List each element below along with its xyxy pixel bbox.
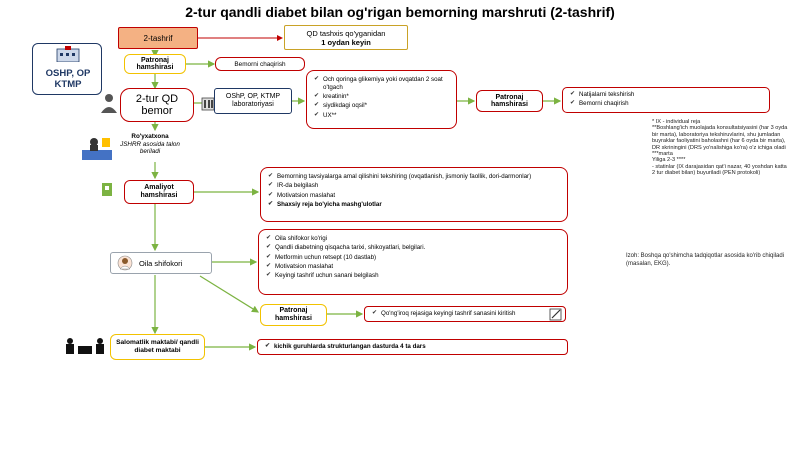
list-item: Keyingi tashrif uchun sanani belgilash xyxy=(266,272,563,280)
patient-invite-box: Bemorni chaqirish xyxy=(215,57,305,71)
doctor-label: Oila shifokori xyxy=(139,258,183,268)
logo-text: OSHP, OP KTMP xyxy=(45,68,91,90)
reception-desc: JSHRR asosida talon beriladi xyxy=(120,140,180,156)
footnotes: * IX - individual reja **Boshlang'ich mu… xyxy=(652,119,790,177)
patient-line1: 2-tur QD xyxy=(135,93,179,105)
nurse-tasks-panel: Bemorning tavsiyalarga amal qilishini te… xyxy=(260,167,568,222)
list-item: Motivatsion maslahat xyxy=(268,192,563,200)
school-task-list: kichik guruhlarda strukturlangan dasturd… xyxy=(262,343,563,351)
doctor-tasks-list: Oila shifokor ko'rigi Qandli diabetning … xyxy=(263,235,563,280)
diagnosis-line1: QD tashxis qo'yganidan xyxy=(306,28,386,38)
footnote: **Boshlang'ich muolajada konsultatsiyasi… xyxy=(652,125,788,151)
reception-title: Ro'yxatxona xyxy=(131,133,169,140)
patronage-task-panel: Qo'ng'iroq rejasiga keyingi tashrif sana… xyxy=(364,306,566,322)
list-item: Shaxsiy reja bo'yicha mashg'ulotlar xyxy=(268,201,563,209)
list-item: Motivatsion maslahat xyxy=(266,263,563,271)
reception-desk-icon xyxy=(82,138,112,160)
reception-box: Ro'yxatxona JSHRR asosida talon beriladi xyxy=(112,133,188,156)
doctor-tasks-panel: Oila shifokor ko'rigi Qandli diabetning … xyxy=(258,229,568,295)
building-icon xyxy=(56,46,80,62)
patient-box: 2-tur QD bemor xyxy=(120,88,194,122)
school-group-icon xyxy=(66,338,104,354)
list-item: Qandli diabetning qisqacha tarixi, shiko… xyxy=(266,244,563,252)
lab-box: OShP, OP, KTMP laboratoriyasi xyxy=(214,88,292,114)
list-item: kreatinin* xyxy=(314,93,452,101)
person-icon xyxy=(101,94,117,113)
lab-tests-list: Och qoringa glikemiya yoki ovqatdan 2 so… xyxy=(311,76,452,119)
page-title: 2-tur qandli diabet bilan og'rigan bemor… xyxy=(185,4,615,20)
results-panel: Natijalarni tekshirish Bemorni chaqirish xyxy=(562,87,770,113)
nurse-box: Amaliyot hamshirasi xyxy=(124,180,194,204)
list-item: UX** xyxy=(314,112,452,120)
school-task-panel: kichik guruhlarda strukturlangan dasturd… xyxy=(257,339,568,355)
lab-equipment-icon xyxy=(201,97,215,111)
patient-line2: bemor xyxy=(141,105,173,117)
list-item: Metformin uchun retsept (10 dastlab) xyxy=(266,254,563,262)
footnote: ***marta xyxy=(652,151,673,158)
diagnosis-line2: 1 oydan keyin xyxy=(321,37,371,47)
patronage-nurse-1: Patronaj hamshirasi xyxy=(124,54,186,74)
list-item: Bemorni chaqirish xyxy=(570,100,765,108)
footnote: * IX - individual reja xyxy=(652,119,701,125)
patronage-nurse-3: Patronaj hamshirasi xyxy=(260,304,327,326)
results-list: Natijalarni tekshirish Bemorni chaqirish xyxy=(567,91,765,108)
footnote: Yiliga 2-3 **** xyxy=(652,157,686,164)
logo-panel: OSHP, OP KTMP xyxy=(32,43,102,95)
doctor-avatar-icon xyxy=(117,255,133,271)
diagnosis-box: QD tashxis qo'yganidan 1 oydan keyin xyxy=(284,25,408,50)
lab-tests-panel: Och qoringa glikemiya yoki ovqatdan 2 so… xyxy=(306,70,457,129)
side-note: Izoh: Boshqa qo'shimcha tadqiqotlar asos… xyxy=(626,253,785,267)
footnote: - statinlar (IX darajasidan qat'i nazar,… xyxy=(652,163,787,177)
visit-box: 2-tashrif xyxy=(118,27,198,49)
patronage-task-list: Qo'ng'iroq rejasiga keyingi tashrif sana… xyxy=(369,310,561,318)
list-item: Qo'ng'iroq rejasiga keyingi tashrif sana… xyxy=(372,310,561,318)
phone-note-icon xyxy=(549,308,562,321)
school-box: Salomatlik maktabi/ qandli diabet maktab… xyxy=(110,334,205,360)
nurse-icon xyxy=(102,183,112,196)
patronage-nurse-2: Patronaj hamshirasi xyxy=(476,90,543,112)
list-item: kichik guruhlarda strukturlangan dasturd… xyxy=(265,343,563,351)
nurse-tasks-list: Bemorning tavsiyalarga amal qilishini te… xyxy=(265,173,563,209)
list-item: Natijalarni tekshirish xyxy=(570,91,765,99)
list-item: Och qoringa glikemiya yoki ovqatdan 2 so… xyxy=(314,76,452,92)
list-item: siydikdagi oqsil* xyxy=(314,102,452,110)
list-item: Oila shifokor ko'rigi xyxy=(266,235,563,243)
list-item: Bemorning tavsiyalarga amal qilishini te… xyxy=(268,173,563,181)
doctor-box: Oila shifokori xyxy=(110,252,212,274)
list-item: IR-da belgilash xyxy=(268,182,563,190)
